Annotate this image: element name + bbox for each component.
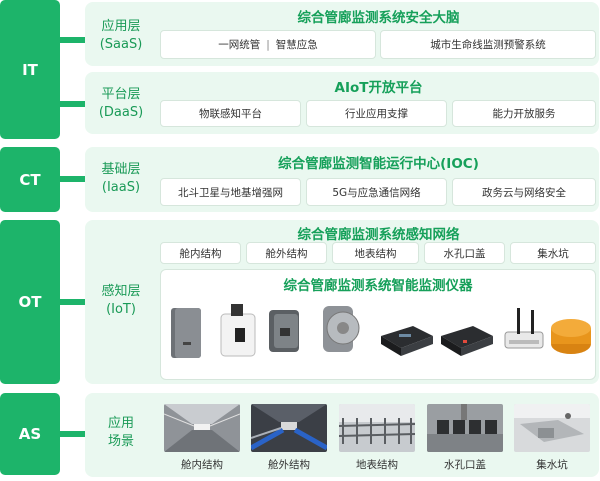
app-layer-name: 应用层 (SaaS) (85, 18, 157, 54)
base-box-cloud: 政务云与网络安全 (452, 178, 596, 206)
platform-box-open: 能力开放服务 (452, 100, 596, 127)
devices-row (171, 304, 591, 358)
perception-layer-title: 综合管廊监测系统感知网络 (297, 227, 460, 243)
scenes-layer-name: 应用 场景 (85, 415, 157, 451)
platform-layer-name: 平台层 (DaaS) (85, 86, 157, 122)
scene-photo-outer (251, 404, 327, 452)
base-layer-title: 综合管廊监测智能运行中心(IOC) (278, 156, 479, 172)
scenes-layer-name-line1: 应用 (107, 416, 134, 431)
perception-box-surface: 地表结构 (332, 242, 419, 264)
ct-block: CT (0, 147, 60, 212)
base-box-beidou: 北斗卫星与地基增强网 (160, 178, 301, 206)
ot-label: OT (18, 293, 42, 311)
base-layer-name-en: (IaaS) (101, 180, 141, 195)
app-layer-name-en: (SaaS) (99, 37, 143, 52)
scenes-layer-name-line2: 场景 (107, 434, 134, 449)
platform-layer-name-en: (DaaS) (98, 105, 144, 120)
device-orange-puck (551, 319, 591, 354)
perception-box-sump: 集水坑 (510, 242, 596, 264)
app-layer-title: 综合管廊监测系统安全大脑 (297, 10, 460, 26)
as-block: AS (0, 393, 60, 475)
ot-block: OT (0, 220, 60, 384)
connector-platform (58, 101, 86, 107)
perception-box-inner: 舱内结构 (160, 242, 241, 264)
connector-perception (58, 299, 86, 305)
perception-box-outer: 舱外结构 (246, 242, 327, 264)
app-box-governance-a: 一网统管 (218, 39, 261, 51)
app-box-lifeline: 城市生命线监测预警系统 (380, 30, 596, 59)
scene-caption-cover: 水孔口盖 (444, 459, 486, 471)
base-box-5g: 5G与应急通信网络 (306, 178, 447, 206)
device-router (504, 308, 544, 349)
scene-photo-surface (339, 404, 415, 452)
device-dark-box-2 (441, 326, 493, 356)
device-dark-box-1 (381, 326, 433, 356)
as-label: AS (18, 425, 42, 443)
scene-photo-sump (514, 404, 590, 452)
platform-box-iot: 物联感知平台 (160, 100, 301, 127)
device-white-sensor (220, 304, 256, 357)
device-grey-cube (269, 310, 299, 352)
it-label: IT (22, 60, 38, 79)
device-disc-sensor (323, 306, 360, 352)
perception-layer-name: 感知层 (IoT) (85, 283, 157, 319)
app-box-separator: | (266, 38, 270, 51)
instrument-title: 综合管廊监测系统智能监测仪器 (283, 278, 473, 294)
app-layer-name-cn: 应用层 (101, 19, 141, 34)
app-box-governance-b: 智慧应急 (275, 39, 318, 51)
connector-app (58, 37, 86, 43)
ct-label: CT (19, 170, 41, 189)
scene-photo-inner (164, 404, 240, 452)
connector-scenes (58, 431, 86, 437)
platform-layer-title: AIoT开放平台 (334, 80, 423, 96)
scene-caption-inner: 舱内结构 (181, 459, 223, 471)
platform-layer-name-cn: 平台层 (101, 87, 141, 102)
app-box-governance: 一网统管 | 智慧应急 (160, 30, 376, 59)
perception-layer-name-cn: 感知层 (101, 284, 141, 299)
connector-base (58, 176, 86, 182)
device-grey-box (171, 308, 201, 358)
scene-caption-sump: 集水坑 (536, 459, 568, 471)
perception-layer-name-en: (IoT) (106, 302, 136, 317)
scene-caption-outer: 舱外结构 (268, 459, 310, 471)
scene-caption-surface: 地表结构 (356, 459, 398, 471)
platform-box-industry: 行业应用支撑 (306, 100, 447, 127)
it-block: IT (0, 0, 60, 139)
scene-photo-cover (427, 404, 503, 452)
base-layer-name: 基础层 (IaaS) (85, 161, 157, 197)
perception-box-cover: 水孔口盖 (424, 242, 505, 264)
base-layer-name-cn: 基础层 (101, 162, 141, 177)
